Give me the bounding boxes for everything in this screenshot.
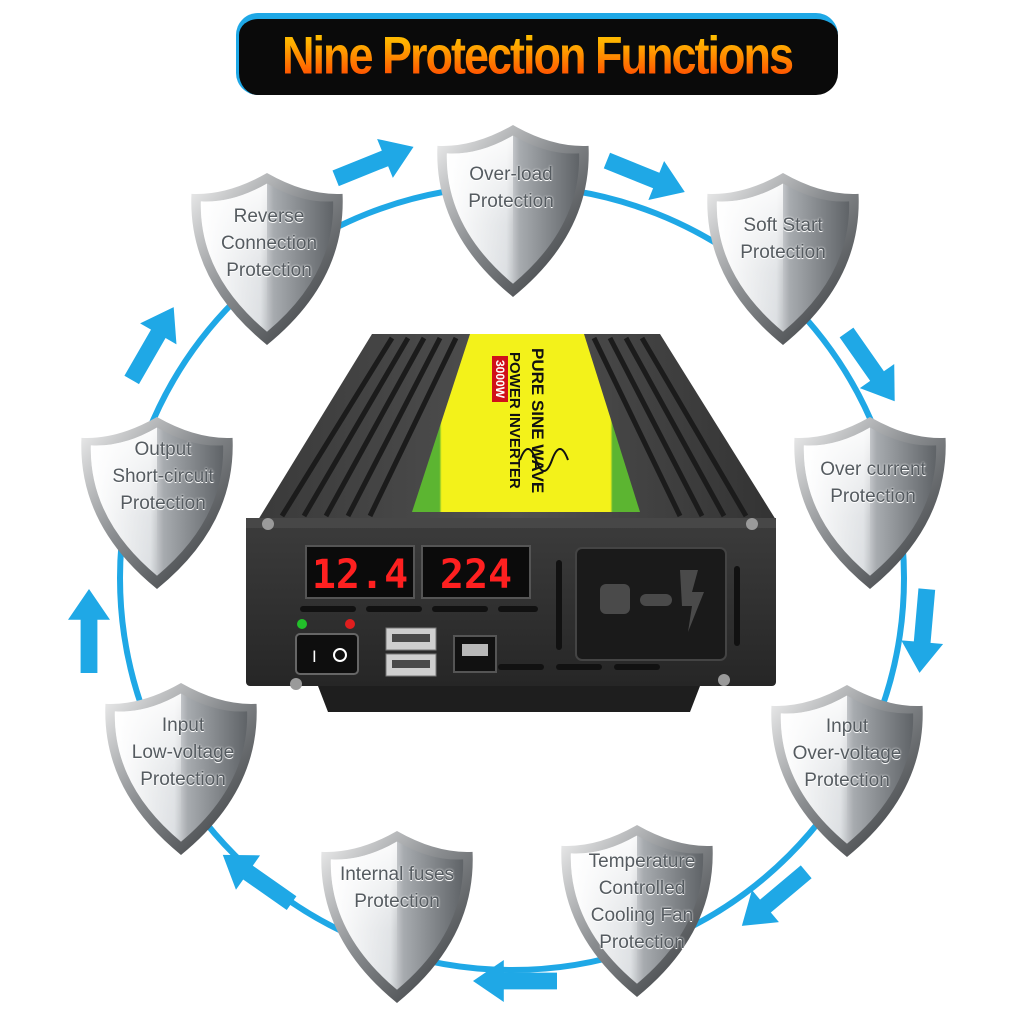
arrow-up-icon xyxy=(68,589,110,673)
shield-label-line: Protection xyxy=(599,932,685,953)
rj-port xyxy=(453,635,497,673)
shield-label-line: Controlled xyxy=(598,878,686,899)
shield-label-line: Input xyxy=(825,716,869,737)
shield-label-line: Protection xyxy=(740,242,826,263)
shield-label-over-current: Over current Protection xyxy=(788,456,958,510)
shield-label-line: Soft Start xyxy=(743,215,823,236)
label-badge: 3000W xyxy=(493,360,507,399)
shield-label-line: Over-voltage xyxy=(792,743,902,764)
shield-label-line: Protection xyxy=(140,769,226,790)
label-pure-sine: PURE SINE WAVE xyxy=(528,348,547,493)
label-power-inverter: POWER INVERTER xyxy=(506,352,523,489)
shield-label-line: Protection xyxy=(804,770,890,791)
led-green xyxy=(297,619,307,629)
shield-label-soft-start: Soft Start Protection xyxy=(698,212,868,266)
svg-text:I: I xyxy=(312,647,317,666)
shield-label-line: Input xyxy=(161,715,205,736)
shield-label-line: Cooling Fan xyxy=(590,905,694,926)
shield-label-line: Internal fuses xyxy=(339,864,455,885)
arrow-up-icon xyxy=(113,296,192,391)
inverter-label xyxy=(412,334,640,512)
shield-label-line: Low-voltage xyxy=(131,742,235,763)
shield-label-line: Protection xyxy=(468,191,554,212)
shield-label-internal-fuses: Internal fuses Protection xyxy=(312,861,482,915)
shield-label-over-load: Over-load Protection xyxy=(426,161,596,215)
shield-label-line: Short-circuit xyxy=(112,466,214,487)
shield-label-line: Over-load xyxy=(469,164,553,185)
shield-label-output-short-circuit: Output Short-circuit Protection xyxy=(78,436,248,517)
voltage-display xyxy=(305,545,415,599)
shield-label-input-over-voltage: Input Over-voltage Protection xyxy=(762,713,932,794)
shield-label-line: Protection xyxy=(354,891,440,912)
ac-display xyxy=(421,545,531,599)
inverter-device: PURE SINE WAVE POWER INVERTER 3000W 12.4… xyxy=(246,334,776,712)
arrow-right-icon xyxy=(327,127,422,198)
shield-label-line: Connection xyxy=(220,233,318,254)
shield-label-line: Protection xyxy=(830,486,916,507)
title-banner xyxy=(236,13,838,95)
power-switch xyxy=(295,633,359,675)
shield-label-line: Protection xyxy=(226,260,312,281)
arrow-left-icon xyxy=(210,837,304,921)
shield-label-line: Protection xyxy=(120,493,206,514)
page-title: Nine Protection Functions xyxy=(236,14,838,99)
led-red xyxy=(345,619,355,629)
shield-label-line: Output xyxy=(134,439,192,460)
voltage-readout: 12.4 xyxy=(312,552,408,598)
shield-label-input-low-voltage: Input Low-voltage Protection xyxy=(98,712,268,793)
shield-icon xyxy=(321,831,473,1003)
ac-readout: 224 xyxy=(440,552,512,598)
shield-label-line: Over current xyxy=(820,459,926,480)
shield-label-reverse-connection: Reverse Connection Protection xyxy=(184,203,354,284)
shield-label-line: Reverse xyxy=(233,206,305,227)
shield-label-temperature-fan: Temperature Controlled Cooling Fan Prote… xyxy=(557,848,727,956)
shield-label-line: Temperature xyxy=(588,851,696,872)
